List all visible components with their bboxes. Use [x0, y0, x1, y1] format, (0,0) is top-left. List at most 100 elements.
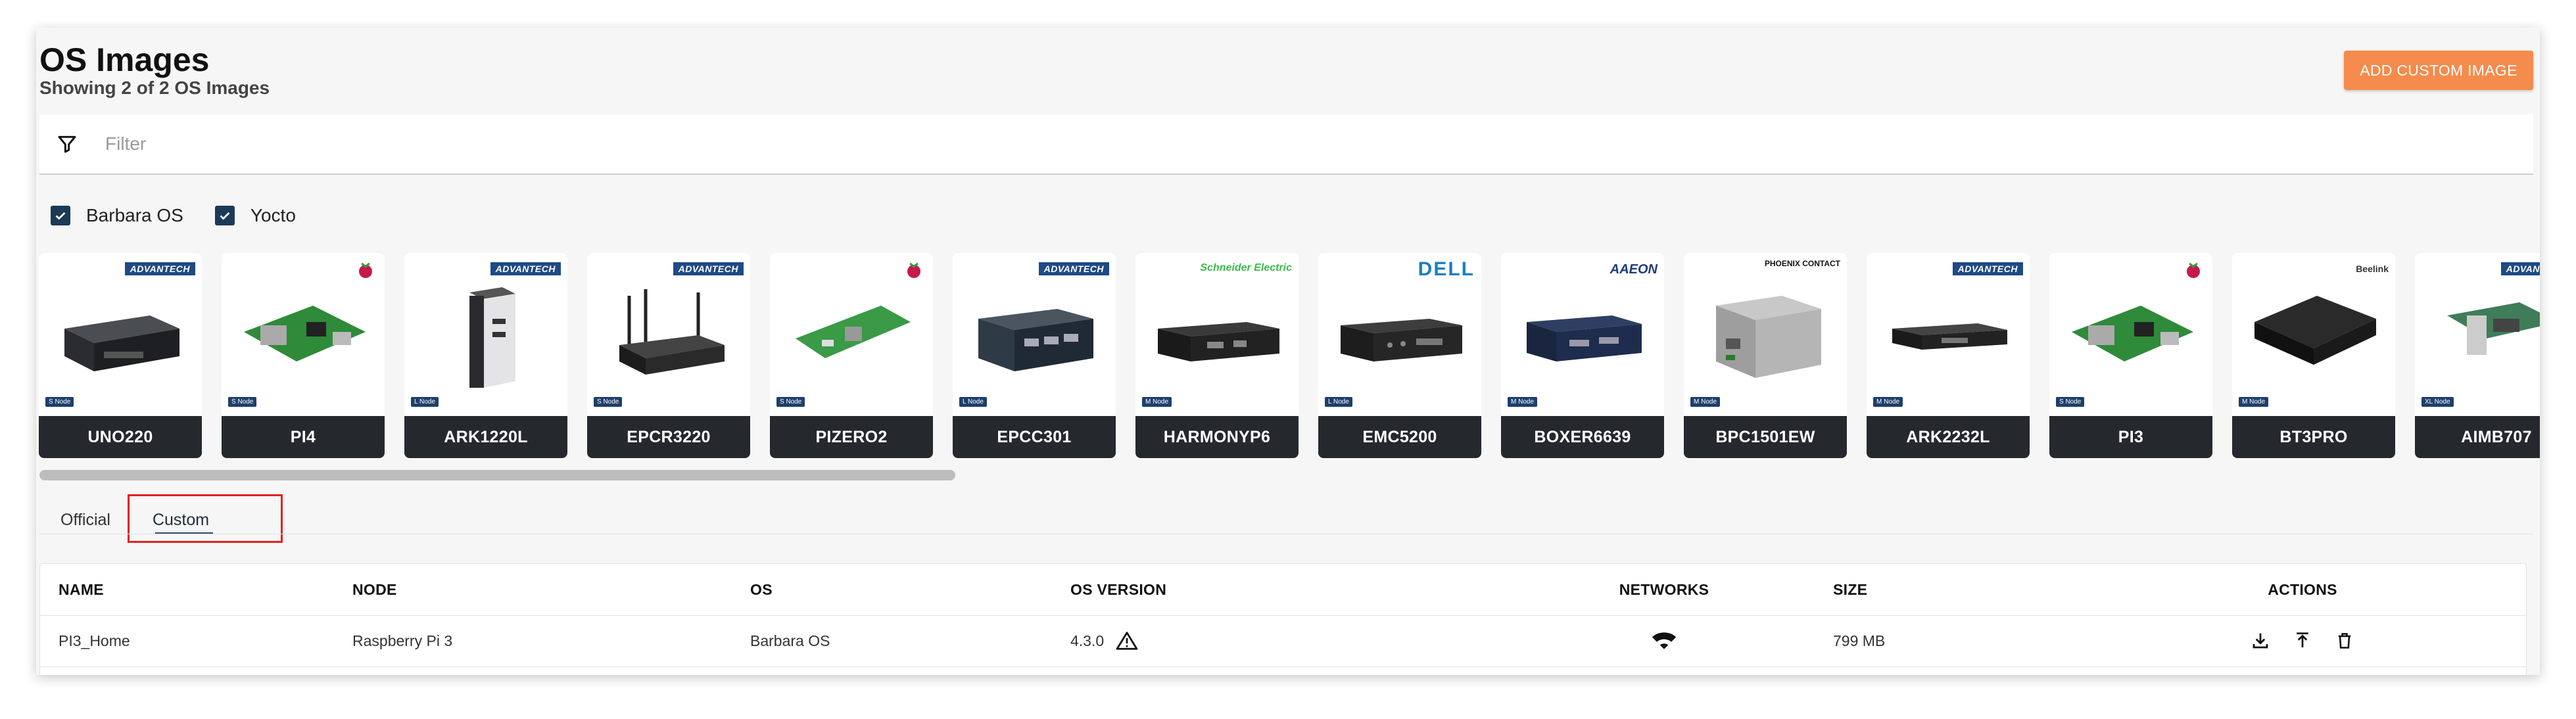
tab-custom[interactable]: Custom — [131, 498, 230, 542]
add-custom-image-button[interactable]: ADD CUSTOM IMAGE — [2344, 51, 2533, 90]
cell-actions — [2227, 615, 2378, 666]
advantech-logo: ADVANTECH — [2500, 262, 2540, 275]
device-name: EMC5200 — [1318, 416, 1481, 458]
upload-icon[interactable] — [2289, 628, 2316, 654]
os-images-table: NAME NODE OS OS VERSION NETWORKS SIZE AC… — [39, 563, 2527, 675]
filter-yocto[interactable]: Yocto — [214, 205, 296, 226]
node-size-badge: M Node — [1873, 397, 1903, 407]
node-size-badge: M Node — [1142, 397, 1172, 407]
cell-os-version: 4.3.0 — [1070, 615, 1138, 666]
device-card-uno220[interactable]: ADVANTECH S Node UNO220 — [39, 253, 202, 458]
device-image — [2232, 279, 2395, 391]
device-carousel: ADVANTECH S Node UNO220 S Node PI4 ADVAN… — [39, 253, 2540, 458]
os-images-panel: OS Images Showing 2 of 2 OS Images ADD C… — [36, 28, 2540, 675]
node-size-badge: M Node — [2239, 397, 2269, 407]
device-image — [1501, 279, 1664, 391]
raspberry-pi-logo-icon — [2185, 260, 2202, 281]
device-card-bt3pro[interactable]: Beelink M Node BT3PRO — [2232, 253, 2395, 458]
column-header-name[interactable]: NAME — [59, 580, 104, 598]
filter-icon[interactable] — [54, 131, 80, 157]
device-image — [222, 279, 385, 391]
device-name: AIMB707 — [2415, 416, 2540, 458]
os-version-value: 4.3.0 — [1070, 632, 1105, 649]
checkbox-label: Barbara OS — [86, 205, 183, 225]
device-card-epcr3220[interactable]: ADVANTECH S Node EPCR3220 — [587, 253, 750, 458]
node-size-badge: M Node — [1508, 397, 1538, 407]
device-name: EPCC301 — [953, 416, 1116, 458]
node-size-badge: XL Node — [2421, 397, 2454, 407]
image-source-tabs: Official Custom — [39, 498, 230, 542]
device-name: BT3PRO — [2232, 416, 2395, 458]
node-size-badge: S Node — [594, 397, 623, 407]
node-size-badge: S Node — [228, 397, 257, 407]
aaeon-logo: AAEON — [1610, 262, 1658, 277]
beelink-logo: Beelink — [2356, 264, 2389, 274]
phoenix-contact-logo: PHOENIX CONTACT — [1764, 259, 1840, 268]
device-card-emc5200[interactable]: DELL L Node EMC5200 — [1318, 253, 1481, 458]
filter-input[interactable] — [104, 133, 501, 155]
device-card-epcc301[interactable]: ADVANTECH L Node EPCC301 — [953, 253, 1116, 458]
advantech-logo: ADVANTECH — [673, 262, 744, 275]
checkbox-checked-icon[interactable] — [214, 206, 235, 225]
raspberry-pi-logo-icon — [357, 260, 374, 281]
node-size-badge: S Node — [776, 397, 805, 407]
device-image — [770, 279, 933, 391]
checkbox-checked-icon[interactable] — [51, 206, 70, 225]
result-count: Showing 2 of 2 OS Images — [39, 78, 270, 98]
node-size-badge: L Node — [959, 397, 987, 407]
device-image — [2049, 279, 2212, 391]
device-name: PI3 — [2049, 416, 2212, 458]
device-card-aimb707[interactable]: ADVANTECH XL Node AIMB707 — [2415, 253, 2540, 458]
tab-official[interactable]: Official — [60, 510, 110, 529]
device-card-boxer6639[interactable]: AAEON M Node BOXER6639 — [1501, 253, 1664, 458]
wifi-icon — [1652, 631, 1677, 651]
table-header: NAME NODE OS OS VERSION NETWORKS SIZE AC… — [40, 564, 2526, 616]
device-card-pi4[interactable]: S Node PI4 — [222, 253, 385, 458]
filter-barbara-os[interactable]: Barbara OS — [51, 205, 183, 226]
column-header-node[interactable]: NODE — [352, 580, 397, 598]
advantech-logo: ADVANTECH — [490, 262, 561, 275]
carousel-scrollbar[interactable] — [39, 470, 955, 480]
advantech-logo: ADVANTECH — [1038, 262, 1109, 275]
cell-networks — [1618, 615, 1710, 666]
device-card-pi3[interactable]: S Node PI3 — [2049, 253, 2212, 458]
os-type-filters: Barbara OS Yocto — [51, 205, 327, 226]
device-image — [953, 279, 1116, 391]
device-name: PIZERO2 — [770, 416, 933, 458]
device-image — [39, 279, 202, 391]
node-size-badge: S Node — [2056, 397, 2085, 407]
dell-logo: DELL — [1418, 258, 1475, 280]
node-size-badge: L Node — [1325, 397, 1352, 407]
device-image — [1318, 279, 1481, 391]
device-image — [2415, 279, 2540, 391]
device-image — [1867, 279, 2030, 391]
device-image — [587, 279, 750, 391]
filter-bar — [39, 114, 2533, 175]
device-image — [1684, 279, 1847, 391]
page-title: OS Images — [39, 41, 210, 78]
table-row[interactable]: PI3_Home Raspberry Pi 3 Barbara OS 4.3.0… — [40, 615, 2526, 667]
device-card-ark1220l[interactable]: ADVANTECH L Node ARK1220L — [404, 253, 567, 458]
cell-os: Barbara OS — [750, 632, 830, 649]
device-card-bpc1501ew[interactable]: PHOENIX CONTACT M Node BPC1501EW — [1684, 253, 1847, 458]
device-name: BPC1501EW — [1684, 416, 1847, 458]
column-header-actions: ACTIONS — [2268, 580, 2337, 598]
cell-name: PI3_Home — [59, 632, 130, 649]
column-header-os-version[interactable]: OS VERSION — [1070, 580, 1167, 598]
warning-icon[interactable] — [1116, 631, 1138, 651]
node-size-badge: L Node — [411, 397, 439, 407]
schneider-electric-logo: Schneider Electric — [1200, 262, 1292, 273]
delete-icon[interactable] — [2331, 628, 2358, 654]
device-image — [404, 279, 567, 391]
column-header-size[interactable]: SIZE — [1833, 580, 1868, 598]
advantech-logo: ADVANTECH — [1952, 262, 2023, 275]
download-icon[interactable] — [2247, 628, 2274, 654]
column-header-os[interactable]: OS — [750, 580, 773, 598]
device-name: ARK2232L — [1867, 416, 2030, 458]
raspberry-pi-logo-icon — [905, 260, 922, 281]
device-card-harmonyp6[interactable]: Schneider Electric M Node HARMONYP6 — [1135, 253, 1299, 458]
cell-node: Raspberry Pi 3 — [352, 632, 453, 649]
device-card-pizero2[interactable]: S Node PIZERO2 — [770, 253, 933, 458]
device-card-ark2232l[interactable]: ADVANTECH M Node ARK2232L — [1867, 253, 2030, 458]
device-name: BOXER6639 — [1501, 416, 1664, 458]
